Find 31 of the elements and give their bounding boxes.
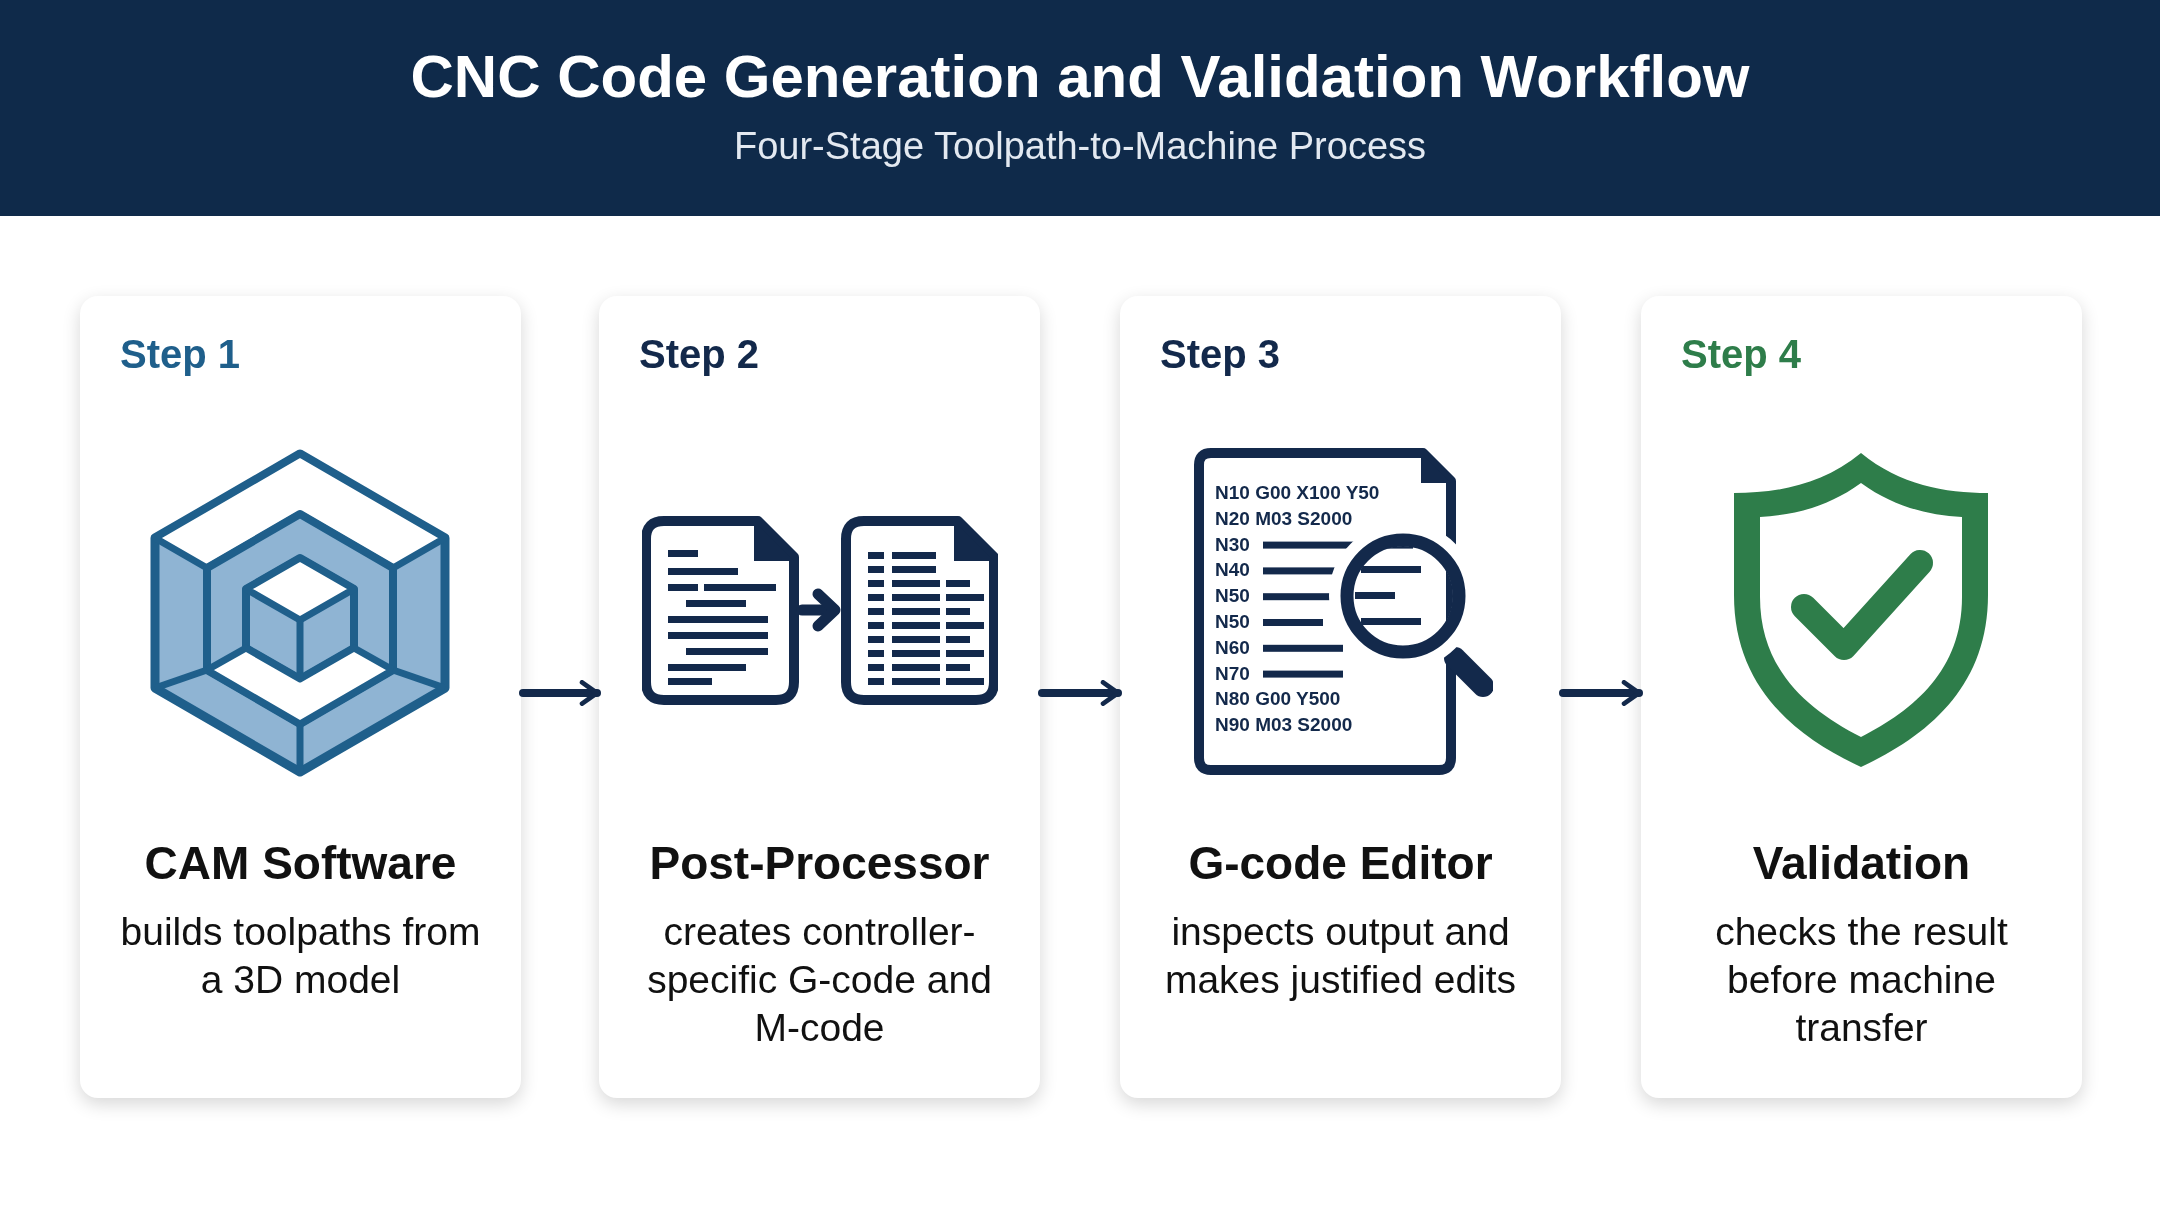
step-card (1120, 296, 1561, 1098)
step-title: Post-Processor (648, 836, 991, 890)
arrow (1038, 680, 1122, 706)
arrow (1559, 680, 1643, 706)
subtitle: Four-Stage Toolpath-to-Machine Process (732, 125, 1428, 168)
code-line: N50 (1215, 611, 1250, 633)
step-description: builds toolpaths from a 3D model (119, 909, 482, 1003)
step-description: inspects output and makes justified edits (1163, 909, 1518, 1003)
step-title: G-code Editor (1187, 836, 1494, 890)
code-line: N20 M03 S2000 (1215, 507, 1353, 530)
step-title: Validation (1751, 836, 1972, 890)
step-label: Step 1 (120, 332, 241, 377)
arrow (519, 680, 601, 706)
code-line: N40 (1215, 559, 1250, 582)
step-label: Step 2 (639, 332, 760, 377)
step-title: CAM Software (143, 836, 458, 890)
step-label: Step 4 (1681, 332, 1802, 377)
code-line: N30 (1215, 533, 1250, 556)
title: CNC Code Generation and Validation Workflow (409, 42, 1751, 111)
step-card (1641, 296, 2082, 1098)
step-card (599, 296, 1040, 1098)
code-line: N50 (1215, 585, 1250, 608)
code-line: N60 (1215, 636, 1250, 659)
step-label: Step 3 (1160, 332, 1281, 377)
step-description: checks the result before machine transfer (1714, 909, 2009, 1051)
code-line: N80 G00 Y500 (1215, 688, 1341, 711)
step-card (80, 296, 521, 1098)
code-line: N90 M03 S2000 (1215, 714, 1353, 737)
step-description: creates controller-specific G-code and M-code (646, 909, 993, 1051)
code-line: N10 G00 X100 Y50 (1215, 482, 1380, 504)
code-line: N70 (1215, 662, 1250, 685)
